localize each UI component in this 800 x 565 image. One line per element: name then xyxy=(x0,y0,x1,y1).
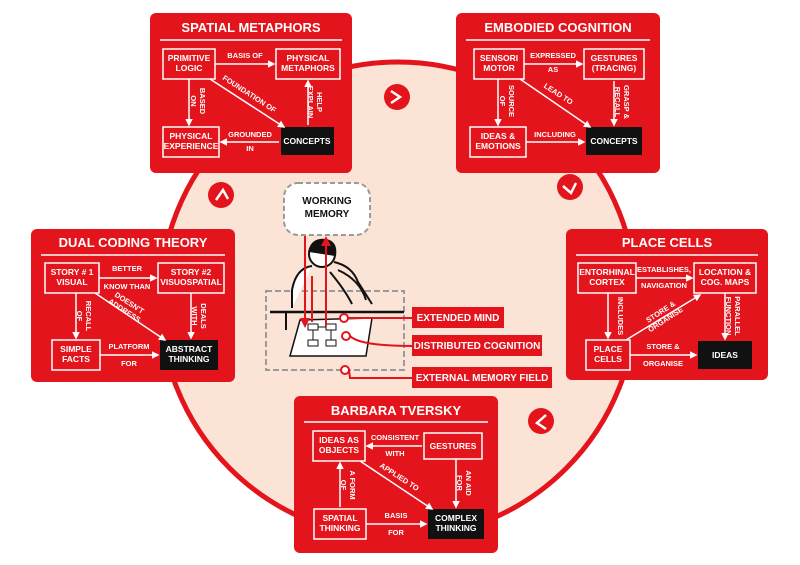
person-figure xyxy=(270,238,404,330)
panel-title: EMBODIED COGNITION xyxy=(484,20,631,35)
node-concepts: CONCEPTS xyxy=(590,136,638,146)
distributed-cognition-tag xyxy=(412,335,542,356)
edge-including: INCLUDING xyxy=(534,130,576,139)
extended-mind-label: EXTENDED MIND xyxy=(417,313,500,324)
external-field-box xyxy=(265,290,405,371)
panel-title: DUAL CODING THEORY xyxy=(59,235,208,250)
panel-title: BARBARA TVERSKY xyxy=(331,403,462,418)
node-concepts: CONCEPTS xyxy=(283,136,331,146)
node-ideas: IDEAS xyxy=(712,350,738,360)
cycle-arrow-bottom-right xyxy=(528,408,554,434)
hand-marker xyxy=(339,313,349,323)
distributed-cognition-label: DISTRIBUTED COGNITION xyxy=(414,341,541,352)
edge-parallel-function: PARALLELFUNCTION xyxy=(724,296,742,336)
external-memory-field-label: EXTERNAL MEMORY FIELD xyxy=(416,373,549,384)
edge-based-on: BASEDON xyxy=(189,88,207,115)
cycle-arrow-right xyxy=(557,174,583,200)
edge-recall-of: RECALLOF xyxy=(75,301,93,332)
external-memory-field-tag xyxy=(412,367,552,388)
node-ideas-emotions: IDEAS &EMOTIONS xyxy=(475,131,521,151)
edge-store-organise: STORE &ORGANISE xyxy=(643,342,683,368)
edge-help-explain: HELPEXPLAIN xyxy=(306,86,324,119)
edge-basis-of: BASIS OF xyxy=(227,51,263,60)
node-gestures-tracing: GESTURES(TRACING) xyxy=(591,53,638,73)
edge-grasp-recall: GRASP &RECALL xyxy=(613,85,631,120)
edge-deals-with: DEALSWITH xyxy=(190,303,208,328)
panel-title: PLACE CELLS xyxy=(622,235,713,250)
edge-a-form-of: A FORMOF xyxy=(339,470,357,499)
edge-source-of: SOURCEOF xyxy=(498,85,516,117)
edge-an-aid-for: AN AIDFOR xyxy=(455,470,473,496)
extended-mind-tag xyxy=(412,307,504,328)
panel-title: SPATIAL METAPHORS xyxy=(181,20,320,35)
working-memory-bubble xyxy=(283,182,371,236)
node-location-cog-maps: LOCATION &COG. MAPS xyxy=(699,267,751,287)
edge-establishes-navigation: ESTABLISHES,NAVIGATION xyxy=(637,265,691,290)
cycle-arrow-left xyxy=(208,182,234,208)
edge-includes: INCLUDES xyxy=(616,297,625,335)
node-gestures: GESTURES xyxy=(430,441,477,451)
cycle-arrow-top xyxy=(384,84,410,110)
